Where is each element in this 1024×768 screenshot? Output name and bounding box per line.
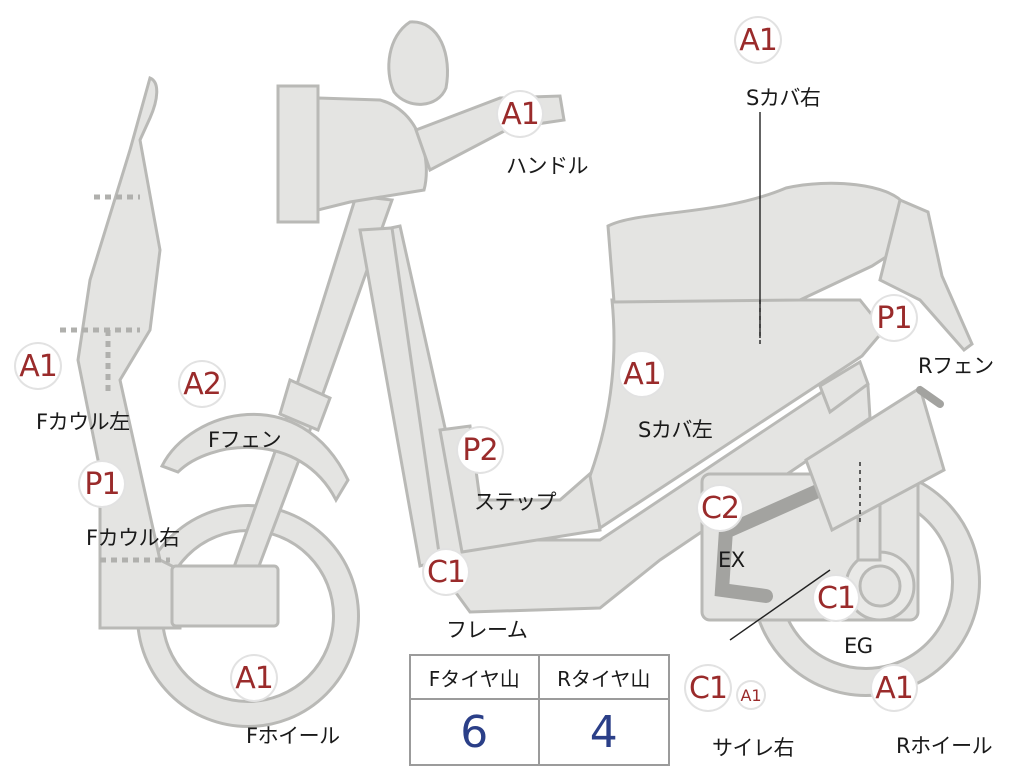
rear-tire-tread-header: Rタイヤ山	[539, 656, 668, 700]
label-step: ステップ	[474, 490, 557, 514]
fork-bracket-shape	[278, 377, 332, 432]
grade-badge-s-cover-left: A1	[620, 352, 664, 396]
muffler-shape	[804, 385, 946, 533]
front-tire-tread-header: Fタイヤ山	[411, 656, 540, 700]
label-f-cowl-left: Fカウル左	[36, 410, 130, 434]
label-f-wheel: Fホイール	[246, 724, 340, 748]
front-lower-block-shape	[170, 564, 280, 628]
label-handle: ハンドル	[506, 154, 589, 178]
rear-cowl-shape	[878, 197, 974, 353]
label-r-wheel: Rホイール	[896, 734, 993, 758]
exhaust-pipe-shape	[714, 483, 827, 603]
label-muffler-right: サイレ右	[712, 736, 795, 760]
label-engine: EG	[844, 634, 873, 658]
grade-badge-frame: C1	[424, 550, 468, 594]
label-exhaust: EX	[718, 548, 745, 572]
grade-badge-engine: C1	[814, 576, 858, 620]
muffler-leader	[729, 569, 831, 641]
head-cover-shape	[316, 96, 428, 212]
grade-badge-f-fender: A2	[180, 362, 224, 406]
rear-tire-tread-value: 4	[589, 706, 618, 758]
label-f-cowl-right: Fカウル右	[86, 526, 180, 550]
grade-badge-muffler-right: C1	[686, 666, 730, 710]
label-s-cover-left: Sカバ左	[638, 418, 713, 442]
grade-badge-r-wheel: A1	[872, 666, 916, 710]
label-s-cover-right: Sカバ右	[746, 86, 821, 110]
headlight-shape	[276, 84, 320, 224]
side-cover-shape	[588, 298, 886, 531]
grade-badge-f-cowl-right: P1	[80, 462, 124, 506]
grade-badge-step: P2	[458, 428, 502, 472]
label-f-fender: Fフェン	[208, 428, 282, 452]
grade-badge-f-wheel: A1	[232, 656, 276, 700]
seat-shape	[606, 181, 906, 304]
mirror-shape	[387, 20, 449, 106]
label-r-fender: Rフェン	[918, 354, 994, 378]
label-frame: フレーム	[446, 618, 528, 642]
grade-badge-exhaust: C2	[698, 486, 742, 530]
grade-badge-handle: A1	[498, 92, 542, 136]
grade-badge-f-cowl-left: A1	[16, 344, 60, 388]
grade-badge-r-fender: P1	[872, 296, 916, 340]
rear-frame-shape	[818, 359, 870, 415]
tire-tread-table: Fタイヤ山 Rタイヤ山 6 4	[409, 654, 670, 766]
grade-badge-s-cover-right: A1	[736, 18, 780, 62]
front-fender-shape	[159, 412, 350, 504]
grade-badge-muffler-right-extra: A1	[738, 682, 764, 708]
front-tire-tread-value: 6	[411, 700, 540, 764]
